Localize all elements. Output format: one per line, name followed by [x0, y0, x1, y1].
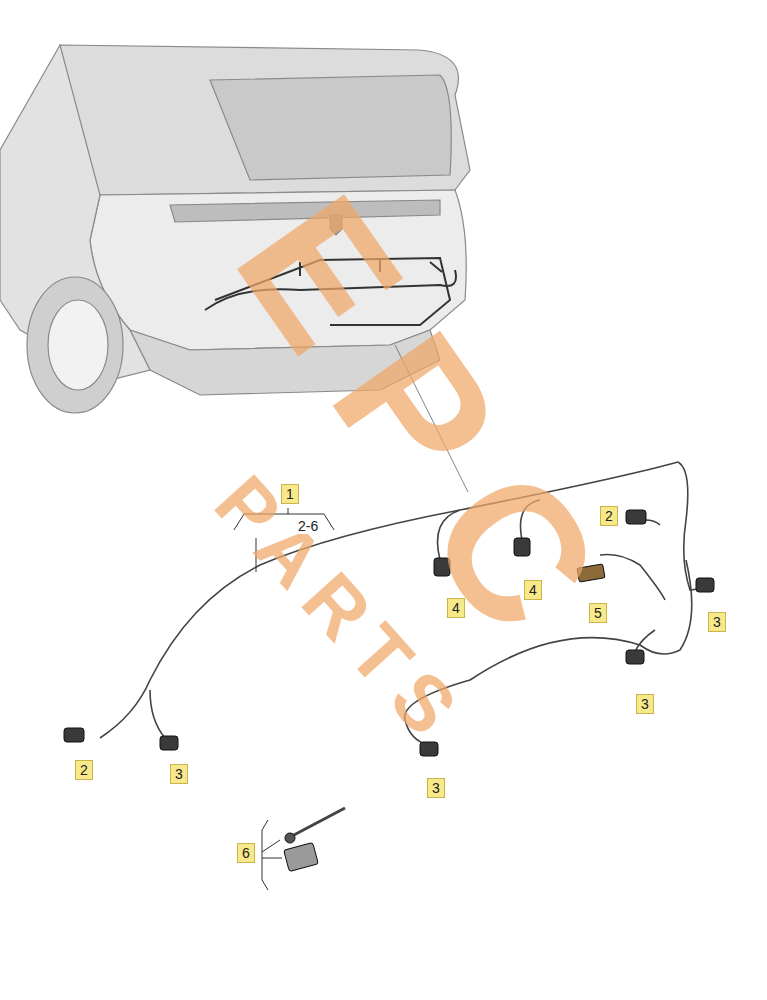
harness-in-car	[205, 258, 456, 325]
branch-wire	[150, 690, 165, 738]
wheel	[27, 277, 123, 413]
bracket-line	[262, 840, 282, 858]
bumper	[130, 330, 440, 395]
car-body	[0, 45, 470, 413]
branch-wire	[635, 630, 655, 652]
callout-number: 5	[589, 603, 607, 623]
leader-line	[395, 345, 468, 492]
wire	[300, 258, 442, 276]
bracket-line	[262, 820, 268, 890]
callout-number: 4	[447, 598, 465, 618]
bracket-line	[288, 508, 289, 514]
callout-number: 4	[524, 580, 542, 600]
branch-wire	[645, 520, 660, 525]
connector	[577, 564, 605, 582]
connector	[514, 538, 530, 556]
watermark: PARTS	[196, 457, 483, 762]
clip-rod	[292, 808, 345, 836]
car-rear	[90, 190, 466, 350]
connector	[626, 510, 646, 524]
branch-wire	[600, 554, 665, 600]
connector	[64, 728, 84, 742]
wire	[215, 258, 450, 325]
clip-head	[285, 833, 295, 843]
callout-number: 6	[237, 843, 255, 863]
clip-pad	[284, 842, 319, 871]
callout-number: 1	[281, 484, 299, 504]
loop-wire	[405, 560, 692, 745]
wheel-rim	[48, 300, 108, 390]
car-roof	[40, 45, 470, 195]
callout-number: 3	[427, 778, 445, 798]
bracket-line	[256, 538, 257, 572]
connector	[696, 578, 714, 592]
branch-wire	[520, 500, 540, 540]
callout-number: 3	[170, 764, 188, 784]
range-label: 2-6	[296, 518, 320, 534]
callout-number: 2	[75, 760, 93, 780]
connector	[160, 736, 178, 750]
callout-number: 2	[600, 506, 618, 526]
connectors	[64, 510, 714, 872]
main-wire	[678, 462, 705, 590]
connector	[626, 650, 644, 664]
connector	[420, 742, 438, 756]
bracket	[234, 508, 334, 890]
branch-wire	[438, 510, 461, 560]
badge	[330, 215, 342, 235]
connector	[434, 558, 450, 576]
callout-number: 3	[708, 612, 726, 632]
callout-number: 3	[636, 694, 654, 714]
wiring-harness	[100, 462, 705, 836]
tail-light	[170, 200, 440, 222]
rear-window	[210, 75, 451, 180]
main-wire	[100, 462, 678, 738]
